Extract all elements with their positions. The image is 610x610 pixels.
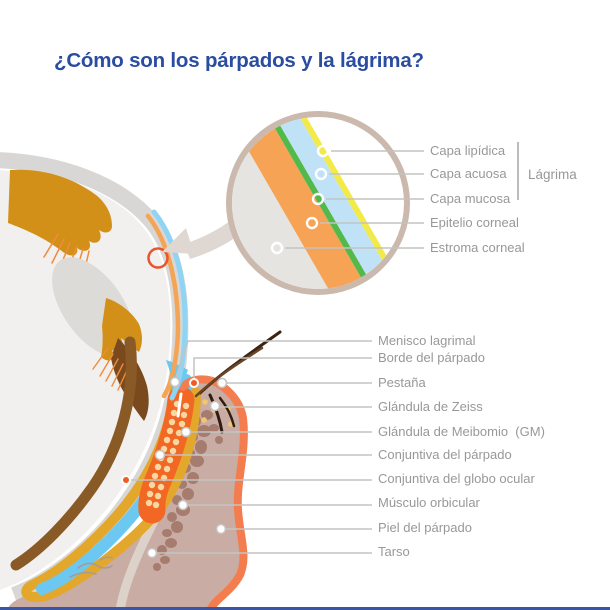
zonule-fibers-lower <box>92 347 129 391</box>
choroid-band <box>10 336 137 571</box>
aqueous-layer <box>271 117 395 289</box>
label-glandula-de-meibomio: Glándula de Meibomio (GM) <box>378 424 545 439</box>
label-capa-lipidica: Capa lipídica <box>430 143 506 158</box>
iris-upper <box>8 169 112 256</box>
label-pestana: Pestaña <box>378 375 426 390</box>
eye-interior <box>0 170 171 590</box>
tear-film-inset <box>226 111 519 295</box>
label-capa-acuosa: Capa acuosa <box>430 166 507 181</box>
cornea-epithelium-line <box>145 213 181 399</box>
label-estroma-corneal: Estroma corneal <box>430 240 525 255</box>
label-glandula-de-zeiss: Glándula de Zeiss <box>378 399 483 414</box>
label-conjuntiva-del-globo-ocular: Conjuntiva del globo ocular <box>378 471 535 486</box>
label-epitelio-corneal: Epitelio corneal <box>430 215 519 230</box>
main-connectors <box>131 340 372 554</box>
epithelium-layer <box>237 117 372 289</box>
stroma-layer <box>232 130 343 289</box>
lipid-layer <box>289 117 401 283</box>
label-capa-mucosa: Capa mucosa <box>430 191 511 206</box>
label-tarso: Tarso <box>378 544 410 559</box>
inset-connectors <box>285 150 424 249</box>
label-piel-del-parpado: Piel del párpado <box>378 520 472 535</box>
magnified-region-circle <box>147 247 169 269</box>
page-title: ¿Cómo son los párpados y la lágrima? <box>54 49 424 72</box>
skin-wrinkles <box>69 556 113 578</box>
main-markers <box>121 376 228 559</box>
meibomian-duct <box>176 392 183 418</box>
label-borde-del-parpado: Borde del párpado <box>378 350 485 365</box>
label-menisco-lagrimal: Menisco lagrimal <box>378 333 476 348</box>
eyelashes <box>194 330 282 434</box>
bottom-accent-bar <box>0 607 610 610</box>
meibomian-acini <box>145 400 190 509</box>
label-musculo-orbicular: Músculo orbicular <box>378 495 480 510</box>
inset-markers <box>270 144 330 255</box>
label-conjuntiva-del-parpado: Conjuntiva del párpado <box>378 447 512 462</box>
meibomian-gland <box>138 386 195 524</box>
label-lagrima: Lágrima <box>528 167 577 182</box>
